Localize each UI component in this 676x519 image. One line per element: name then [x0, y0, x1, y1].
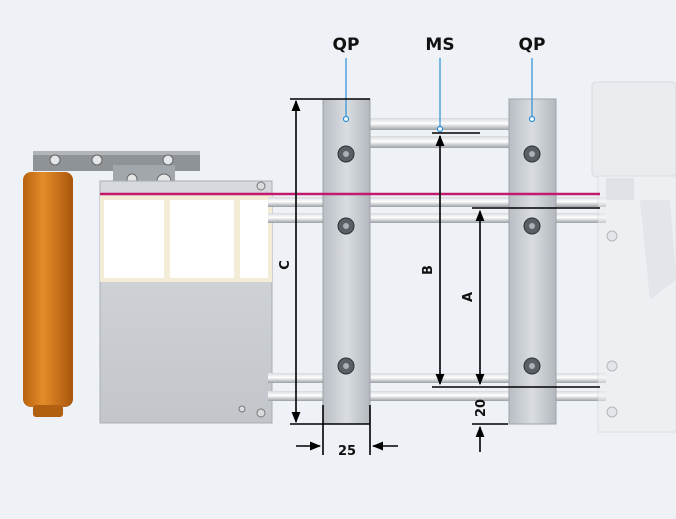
- label-qp-left: QP: [333, 35, 360, 55]
- label-ms: MS: [425, 35, 454, 55]
- roller-icon: [23, 172, 73, 417]
- label-dim-c: C: [278, 260, 293, 270]
- label-dim-a: A: [461, 292, 476, 302]
- label-cell: [104, 200, 164, 278]
- screw-icon: [337, 145, 541, 375]
- label-dim-b: B: [421, 265, 436, 275]
- label-plate-icon: [99, 180, 273, 424]
- printer-head-icon: [591, 81, 676, 433]
- rod-icon: [268, 391, 606, 401]
- leader-lines: [342, 58, 536, 133]
- label-cell: [170, 200, 234, 278]
- bracket-icon: [33, 151, 200, 193]
- label-qp-right: QP: [519, 35, 546, 55]
- label-dim-25: 25: [338, 444, 356, 459]
- label-cell: [240, 200, 268, 278]
- dimension-lines: [290, 98, 600, 455]
- label-dim-20: 20: [474, 399, 489, 417]
